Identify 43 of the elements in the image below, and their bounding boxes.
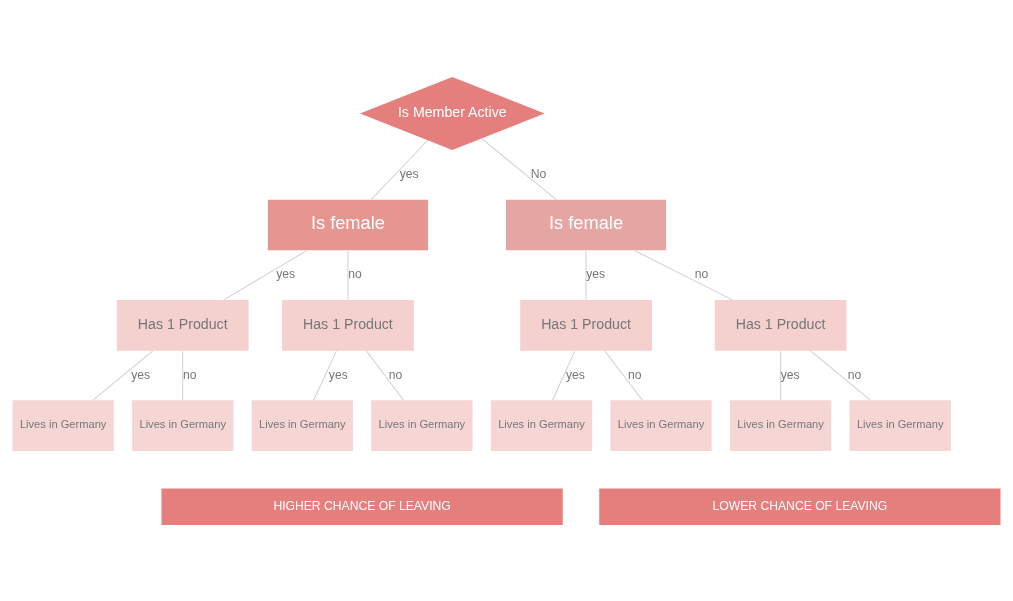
connector [552, 350, 576, 401]
node-diamond: Is Member Active [360, 76, 545, 150]
edge-label: yes [399, 166, 419, 181]
edge-label: no [183, 367, 197, 382]
node-box: Lives in Germany [490, 399, 593, 451]
connector [223, 249, 308, 300]
edge-label: no [694, 266, 709, 281]
edge-label: yes [328, 367, 348, 382]
node-box: Has 1 Product [116, 299, 249, 351]
connector [182, 350, 184, 401]
connector [481, 137, 557, 200]
connector [604, 350, 643, 401]
edge-label: yes [586, 266, 606, 281]
edge-label: no [388, 367, 403, 382]
connector [634, 249, 733, 300]
node-box: Lives in Germany [132, 399, 234, 451]
node-box: Lives in Germany [610, 399, 712, 451]
edge-label: no [348, 266, 362, 281]
edge-label: yes [276, 266, 296, 281]
connector [370, 139, 429, 200]
edge-label: no [847, 367, 862, 382]
edge-label: yes [131, 367, 151, 382]
edge-label: yes [780, 367, 800, 382]
connector [92, 349, 154, 401]
node-box: Has 1 Product [520, 299, 652, 351]
node-box: Lives in Germany [849, 399, 951, 451]
connector [780, 350, 782, 401]
connector [366, 350, 404, 401]
node-box: Lives in Germany [371, 399, 473, 451]
label: HIGHER CHANCE OF LEAVING [273, 498, 451, 513]
edge-label: yes [565, 367, 585, 382]
edge-label: No [530, 166, 547, 181]
node-box: Is female [267, 199, 428, 250]
node-box: Lives in Germany [12, 399, 114, 451]
label: LOWER CHANCE OF LEAVING [712, 498, 888, 513]
connector [313, 350, 337, 401]
node-box: Has 1 Product [714, 299, 847, 351]
node-box: Lives in Germany [251, 399, 353, 451]
node-box: Is female [506, 199, 667, 250]
node-box: Has 1 Product [282, 299, 414, 351]
edge-label: no [627, 367, 642, 382]
node-box: Lives in Germany [729, 399, 832, 451]
connector [809, 349, 871, 401]
